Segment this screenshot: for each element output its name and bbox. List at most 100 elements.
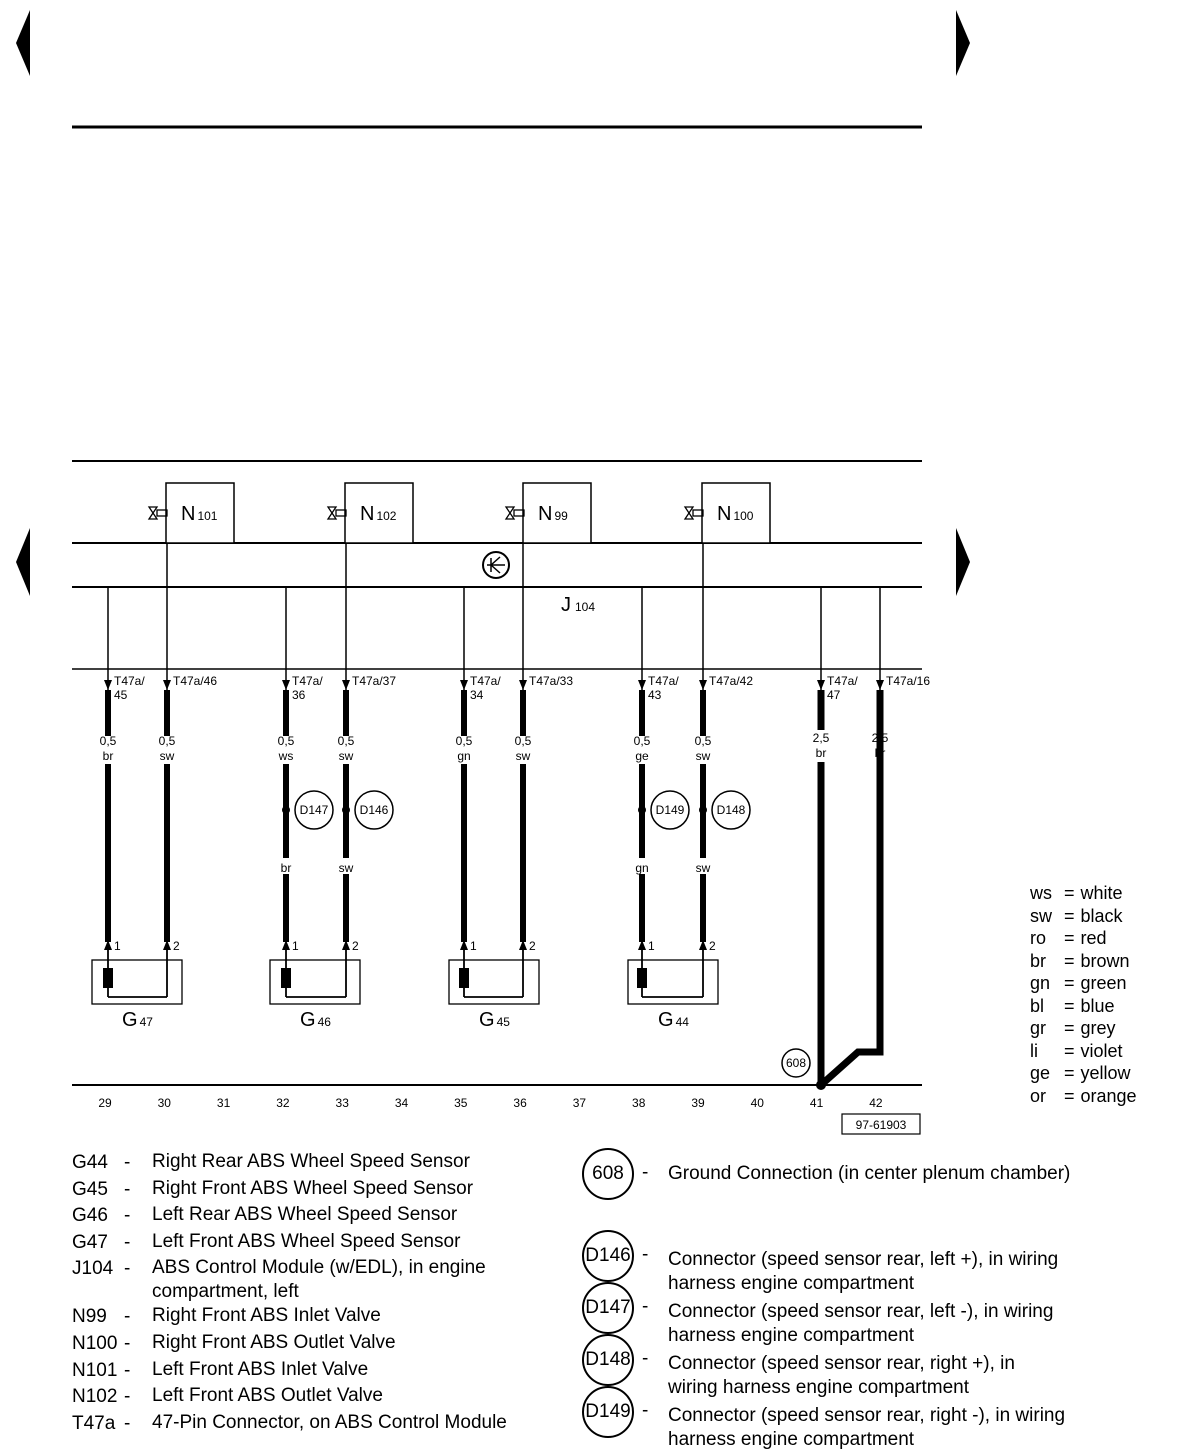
legend-code: G47 [72, 1231, 108, 1253]
color-abbr: br [1030, 950, 1047, 971]
legend-dash: - [124, 1178, 131, 1200]
connector-label: D147 [300, 803, 329, 817]
wire-color-after: sw [339, 861, 354, 875]
wire-size: 0,5 [515, 734, 532, 748]
figure-id-box [841, 1113, 921, 1135]
connector-d149: D149 [650, 790, 690, 830]
sensor-pin-2: 2 [352, 939, 359, 953]
legend-row: G45-Right Front ABS Wheel Speed Sensor [72, 1177, 507, 1204]
solenoid-valve-icon [683, 506, 704, 520]
legend-dash: - [124, 1205, 131, 1227]
connector-circle: D149 [582, 1386, 634, 1438]
current-track-number: 41 [810, 1096, 824, 1110]
wire-color: ge [635, 749, 649, 763]
current-track-number: 37 [573, 1096, 587, 1110]
wire-5: T47a/340,5gn [456, 587, 501, 942]
wire-6: T47a/330,5sw [515, 543, 573, 942]
solenoid-valve-icon [326, 506, 347, 520]
wire-color: sw [160, 749, 175, 763]
color-eq: = [1064, 1085, 1075, 1106]
pin-arrow-icon [460, 680, 468, 690]
color-key-row: ro=red [1030, 927, 1137, 950]
pin-label-line2: 45 [114, 688, 128, 702]
color-key-row: br=brown [1030, 950, 1137, 973]
current-track-number: 38 [632, 1096, 646, 1110]
pin-label: T47a/ [827, 674, 858, 688]
wire-color-after: br [281, 861, 292, 875]
legend-row: T47a-47-Pin Connector, on ABS Control Mo… [72, 1411, 507, 1438]
connector-dash: - [642, 1400, 649, 1421]
pin-label: T47a/ [114, 674, 145, 688]
color-eq: = [1064, 995, 1075, 1016]
connector-circle: D147 [582, 1282, 634, 1334]
pin-label-line2: 34 [470, 688, 484, 702]
color-key-row: bl=blue [1030, 995, 1137, 1018]
color-name: brown [1080, 950, 1130, 971]
legend-dash: - [124, 1359, 131, 1381]
pin-arrow-icon [699, 680, 707, 690]
color-name: red [1080, 928, 1107, 948]
connector-desc: Connector (speed sensor rear, right -), … [668, 1405, 1066, 1450]
connector-desc: Ground Connection (in center plenum cham… [668, 1163, 1071, 1184]
color-abbr: li [1030, 1040, 1038, 1061]
legend-row: G47-Left Front ABS Wheel Speed Sensor [72, 1230, 507, 1257]
color-key-row: sw=black [1030, 905, 1137, 928]
legend-row: N100-Right Front ABS Outlet Valve [72, 1331, 507, 1358]
pin-arrow-icon [638, 940, 646, 950]
ground-connection-label: 608 [786, 1056, 806, 1070]
current-track-number: 30 [158, 1096, 172, 1110]
legend-code: N99 [72, 1306, 107, 1328]
color-key-row: or=orange [1030, 1085, 1137, 1108]
pin-arrow-icon [104, 680, 112, 690]
sensor-coil-icon [281, 968, 291, 988]
color-eq: = [1064, 883, 1075, 903]
legend-code: G45 [72, 1178, 108, 1200]
legend-code: J104 [72, 1258, 114, 1280]
color-key-row: gn=green [1030, 972, 1137, 995]
legend-dash: - [124, 1231, 131, 1253]
wire-color-after: sw [696, 861, 711, 875]
sensor-coil-icon [637, 968, 647, 988]
ground-connection: 608 [781, 693, 884, 1090]
pin-label: T47a/ [470, 674, 501, 688]
pin-label: T47a/ [292, 674, 323, 688]
prev-page-arrow-icon[interactable] [16, 528, 30, 596]
current-track-number: 29 [98, 1096, 112, 1110]
current-track-number: 31 [217, 1096, 231, 1110]
pin-arrow-icon [163, 940, 171, 950]
color-key-row: ws=white [1030, 882, 1137, 905]
connector-label: D146 [360, 803, 389, 817]
connector-circle: 608 [582, 1148, 634, 1200]
wire-size: 0,5 [278, 734, 295, 748]
pin-label: T47a/42 [709, 674, 753, 688]
sensor-pin-1: 1 [470, 939, 477, 953]
legend-dash: - [124, 1306, 131, 1328]
color-eq: = [1064, 1040, 1075, 1061]
current-track-number: 34 [395, 1096, 409, 1110]
sensor-pin-1: 1 [114, 939, 121, 953]
prev-page-arrow-icon[interactable] [16, 10, 30, 76]
legend-code: N101 [72, 1359, 118, 1381]
legend-code: G44 [72, 1152, 108, 1173]
next-page-arrow-icon[interactable] [956, 10, 970, 76]
connector-d148: D148 [711, 790, 751, 830]
pin-arrow-icon [342, 940, 350, 950]
color-name: violet [1080, 1040, 1123, 1061]
connector-dash: - [642, 1162, 649, 1183]
color-abbr: ws [1030, 883, 1052, 903]
color-abbr: ro [1030, 928, 1047, 948]
sensor-coil-icon [459, 968, 469, 988]
pin-label-line2: 47 [827, 688, 841, 702]
pin-arrow-icon [104, 940, 112, 950]
legend-code: N100 [72, 1332, 118, 1354]
wire-color: gn [457, 749, 470, 763]
next-page-arrow-icon[interactable] [956, 528, 970, 596]
